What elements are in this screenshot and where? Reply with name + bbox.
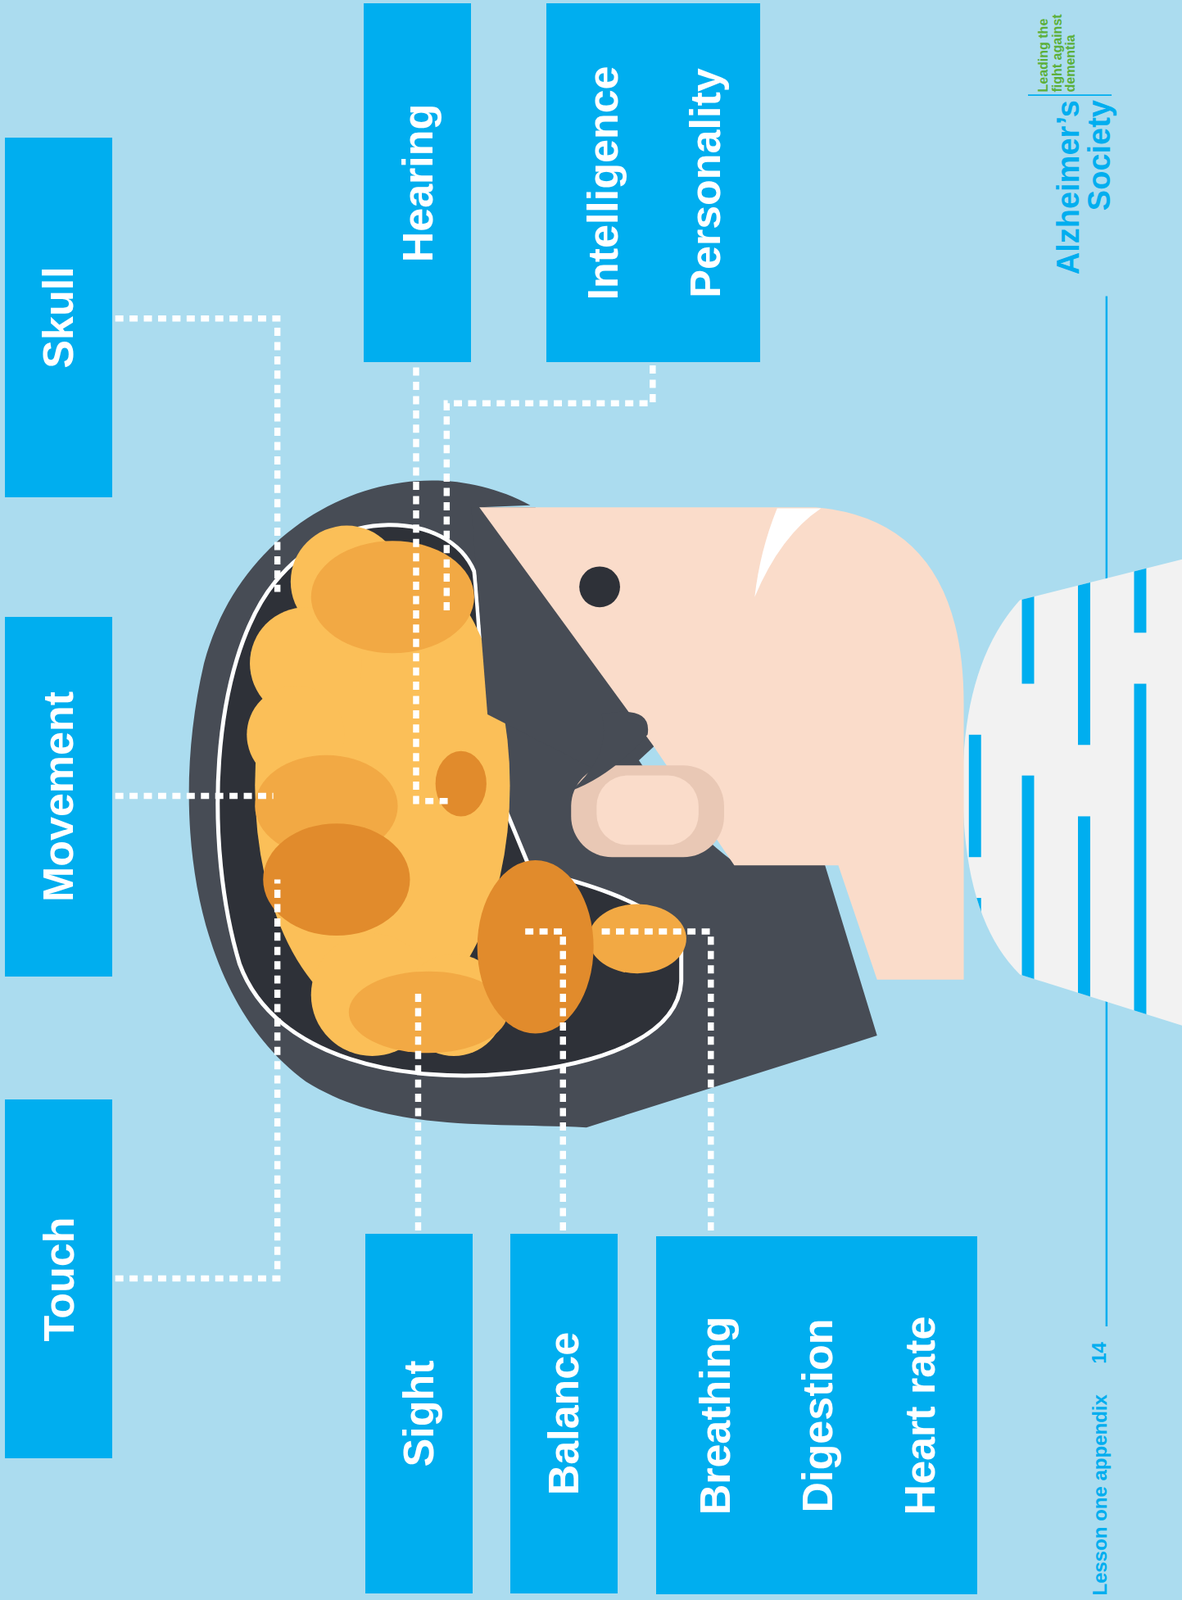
rotated-text-frame: BreathingDigestionHeart rate: [656, 1236, 978, 1595]
box-label: Hearing: [391, 103, 443, 263]
page-number: 14: [1085, 1334, 1115, 1372]
box-label: Movement: [32, 691, 84, 902]
logo-tagline: Leading the fight against dementia: [1028, 4, 1086, 92]
shirt-stripes: [969, 540, 1147, 1031]
ear-inner: [596, 775, 699, 846]
rotated-text-frame: Touch: [4, 1099, 113, 1459]
box-label: Heart rate: [868, 1315, 971, 1515]
rotated-text-frame: Sight: [365, 1233, 473, 1594]
box-label: Skull: [32, 266, 84, 368]
box-label: Personality: [653, 67, 757, 298]
rotated-text-frame: Hearing: [363, 3, 471, 363]
function-box: BreathingDigestionHeart rate: [656, 1236, 978, 1595]
face: [479, 507, 964, 979]
function-box: Movement: [4, 616, 113, 977]
function-box: Sight: [365, 1233, 473, 1594]
logo-tagline-text: Leading the fight against dementia: [1036, 4, 1078, 92]
function-box: Hearing: [363, 3, 471, 363]
rotated-text-frame: 14: [1085, 1334, 1115, 1372]
page-footer: Lesson one appendix: [1085, 1394, 1115, 1595]
function-box: IntelligencePersonality: [546, 3, 761, 363]
rotated-text-frame: Leading the fight against dementia: [1028, 4, 1086, 92]
box-label: Intelligence: [551, 65, 654, 300]
function-box: Balance: [510, 1233, 618, 1594]
function-box: Touch: [4, 1099, 113, 1459]
rotated-text-frame: Balance: [510, 1233, 618, 1594]
box-label: Breathing: [663, 1315, 766, 1515]
rotated-text-frame: IntelligencePersonality: [546, 3, 761, 363]
page-number-text: 14: [1088, 1341, 1110, 1364]
box-label: Sight: [393, 1360, 444, 1468]
rotated-text-frame: Lesson one appendix: [1085, 1394, 1115, 1595]
logo-wordmark: Alzheimer’s Society: [1050, 99, 1117, 272]
function-box: Skull: [4, 137, 113, 498]
sideburn-curl: [570, 711, 648, 791]
rotated-text-frame: Movement: [4, 616, 113, 977]
box-label: Touch: [32, 1216, 84, 1341]
eye: [579, 566, 621, 607]
box-label: Balance: [538, 1331, 589, 1495]
shirt: [962, 559, 1182, 1026]
logo-wordmark-text: Alzheimer’s Society: [1052, 99, 1115, 275]
logo-separator: [1028, 94, 1112, 96]
rotated-text-frame: Alzheimer’s Society: [1050, 99, 1117, 272]
glasses-glint: [754, 507, 821, 597]
rotated-text-frame: Skull: [4, 137, 113, 498]
leader-lines: [115, 318, 712, 1279]
box-label: Digestion: [765, 1317, 869, 1513]
page-footer-text: Lesson one appendix: [1088, 1394, 1110, 1595]
